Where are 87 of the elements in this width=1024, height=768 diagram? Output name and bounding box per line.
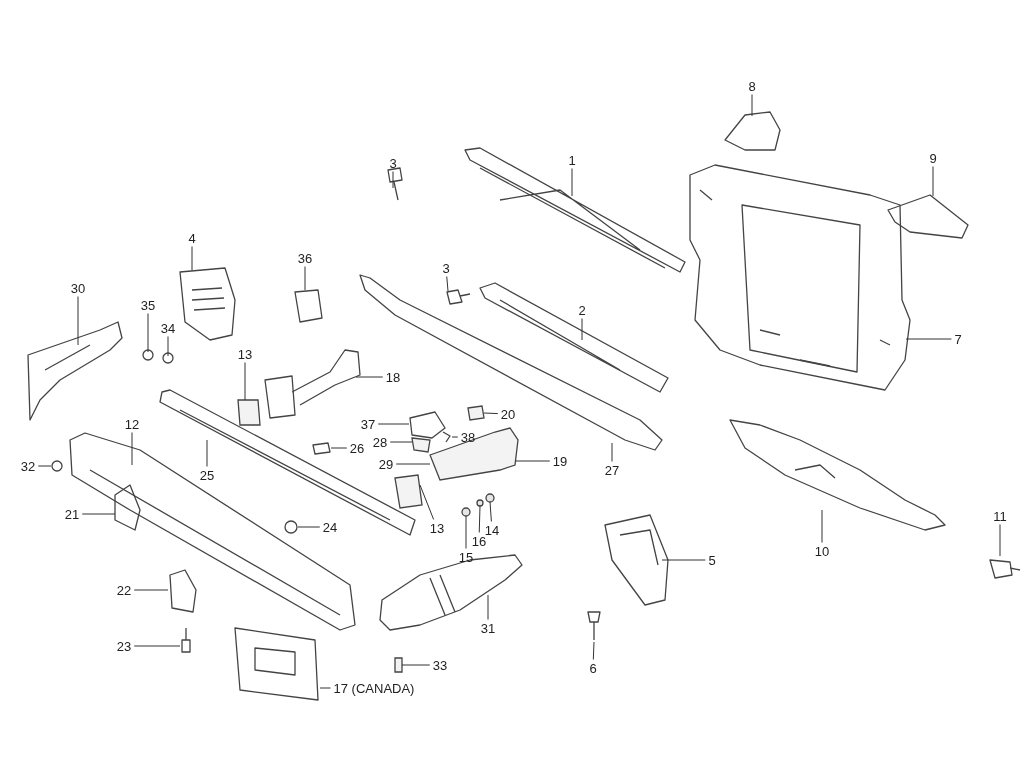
callout-number: 35 — [139, 297, 157, 313]
callout-number: 11 — [992, 508, 1008, 524]
leader-line — [37, 465, 52, 467]
plate — [237, 399, 261, 426]
leader-line — [999, 524, 1001, 557]
callout-number: 5 — [707, 552, 717, 568]
leader-line — [389, 441, 413, 443]
callout-number: 26 — [348, 440, 366, 456]
leader-line — [77, 296, 79, 346]
leader-line — [489, 501, 492, 522]
leader-line — [932, 166, 934, 197]
callout-number: 38 — [459, 429, 477, 445]
callout-number: 23 — [115, 638, 133, 654]
plate — [394, 474, 423, 509]
washer — [461, 507, 471, 517]
leader-line — [297, 526, 321, 528]
leader-line — [465, 515, 467, 549]
leader-line — [395, 463, 431, 465]
bolt — [394, 657, 403, 673]
callout-number: 2 — [577, 302, 587, 318]
leader-line — [581, 318, 583, 341]
bolt — [467, 405, 485, 421]
leader-line — [319, 687, 332, 689]
callout-number: 1 — [567, 152, 577, 168]
leader-line — [147, 313, 149, 353]
leader-line — [131, 432, 133, 466]
callout-number: 17 (CANADA) — [332, 680, 416, 696]
leader-line — [377, 423, 410, 425]
callout-number: 6 — [588, 660, 598, 676]
leader-line — [244, 362, 246, 401]
callout-number: 13 — [236, 346, 254, 362]
leader-line — [487, 594, 489, 620]
leader-line — [392, 171, 394, 189]
callout-number: 4 — [187, 230, 197, 246]
leader-line — [751, 94, 753, 117]
leader-line — [451, 436, 459, 438]
leader-line — [330, 447, 348, 449]
leader-line — [571, 168, 573, 197]
leader-line — [167, 336, 169, 357]
callout-number: 37 — [359, 416, 377, 432]
washer — [476, 499, 484, 507]
leader-line — [661, 559, 706, 561]
callout-number: 7 — [953, 331, 963, 347]
callout-number: 30 — [69, 280, 87, 296]
leader-line — [355, 376, 384, 378]
leader-line — [483, 412, 499, 415]
callout-number: 31 — [479, 620, 497, 636]
callout-number: 18 — [384, 369, 402, 385]
leader-line — [401, 664, 431, 666]
callout-number: 3 — [388, 155, 398, 171]
callout-number: 9 — [928, 150, 938, 166]
callout-number: 33 — [431, 657, 449, 673]
callout-number: 36 — [296, 250, 314, 266]
callout-number: 25 — [198, 467, 216, 483]
bracket — [411, 437, 431, 453]
callout-number: 19 — [551, 453, 569, 469]
leader-line — [446, 276, 449, 292]
leader-line — [611, 442, 613, 462]
callout-number: 29 — [377, 456, 395, 472]
callout-number: 21 — [63, 506, 81, 522]
leader-line — [419, 484, 435, 520]
callout-number: 28 — [371, 434, 389, 450]
leader-line — [133, 589, 169, 591]
callout-number: 3 — [441, 260, 451, 276]
leader-line — [592, 641, 595, 660]
callout-number: 34 — [159, 320, 177, 336]
callout-number: 12 — [123, 416, 141, 432]
callout-number: 24 — [321, 519, 339, 535]
callout-number: 27 — [603, 462, 621, 478]
leader-line — [905, 338, 952, 340]
leader-line — [821, 509, 823, 543]
callout-number: 13 — [428, 520, 446, 536]
washer — [485, 493, 495, 503]
leader-line — [81, 513, 116, 515]
callout-number: 8 — [747, 78, 757, 94]
callout-number: 15 — [457, 549, 475, 565]
leader-line — [304, 266, 306, 291]
callout-number: 32 — [19, 458, 37, 474]
leader-line — [191, 246, 193, 271]
leader-line — [478, 505, 481, 533]
callout-number: 20 — [499, 406, 517, 422]
leader-line — [133, 645, 181, 647]
bracket — [429, 427, 519, 481]
callout-number: 10 — [813, 543, 831, 559]
leader-line — [206, 439, 208, 467]
leader-line — [515, 460, 551, 462]
callout-number: 22 — [115, 582, 133, 598]
